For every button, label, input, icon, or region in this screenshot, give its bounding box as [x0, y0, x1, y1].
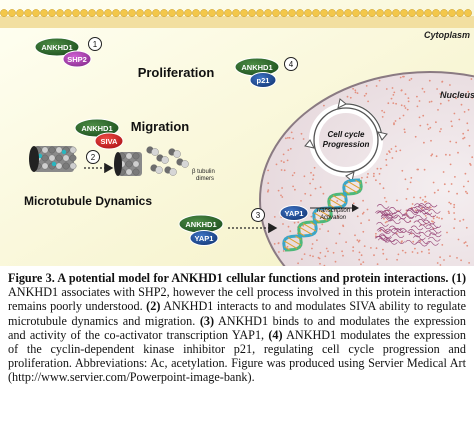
- caption-title: Figure 3. A potential model for ANKHD1 c…: [8, 271, 449, 285]
- caption-point-2-num: (2): [146, 299, 161, 314]
- complex-ankhd1-p21: ANKHD1 p21 4: [234, 57, 298, 88]
- chromatin: [374, 202, 442, 247]
- cytoplasm-label: Cytoplasm: [424, 30, 470, 40]
- shp2-label: SHP2: [67, 55, 87, 64]
- step-1-number: 1: [93, 40, 98, 49]
- step-2-number: 2: [91, 153, 96, 162]
- nucleus-label: Nucleus: [440, 90, 474, 100]
- step-3-number: 3: [256, 211, 261, 220]
- step-2-marker: [86, 150, 100, 164]
- dimers-label: dimers: [196, 176, 214, 182]
- beta-tubulin-label: β tubulin: [192, 169, 215, 175]
- siva-label: SIVA: [101, 137, 119, 146]
- section-microtubule: Microtubule Dynamics: [24, 194, 152, 208]
- cell-cycle-cycle: [304, 98, 388, 182]
- tubulin-dimers: [146, 146, 189, 176]
- dna-helix: [282, 178, 363, 252]
- step-3-marker: [251, 208, 265, 222]
- step-4-marker: [284, 57, 298, 71]
- yap1-label: YAP1: [195, 234, 214, 243]
- ankhd1-label-2: ANKHD1: [81, 124, 112, 133]
- complex-ankhd1-siva: ANKHD1 SIVA 2: [74, 118, 124, 164]
- model-figure: Cytoplasm Nucleus Proliferation Migratio…: [0, 0, 474, 266]
- figure-caption: Figure 3. A potential model for ANKHD1 c…: [8, 271, 466, 385]
- ankhd1-label-4: ANKHD1: [241, 63, 272, 72]
- p21-label: p21: [257, 76, 270, 85]
- nuclear-yap1: YAP1: [279, 205, 309, 221]
- caption-point-4-num: (4): [268, 327, 283, 342]
- cell-cycle-label-1: Cell cycle: [328, 130, 365, 139]
- caption-point-3: ANKHD1 binds to and modulates the expres…: [8, 313, 466, 342]
- p21-oval: [249, 72, 277, 88]
- microtubule: [29, 146, 77, 172]
- caption-point-2: ANKHD1 interacts to and modulates SIVA a…: [8, 299, 466, 328]
- section-migration: Migration: [131, 119, 190, 134]
- ankhd1-oval-1: [34, 37, 80, 57]
- caption-point-1-num: (1): [451, 271, 467, 285]
- complex-ankhd1-shp2: ANKHD1 SHP2 1: [34, 37, 102, 68]
- step-1-marker: [88, 37, 102, 51]
- complex-ankhd1-yap1: ANKHD1 YAP1 3: [178, 208, 265, 246]
- shp2-oval: [62, 50, 92, 68]
- transcription-label-1: Transcription: [316, 208, 351, 214]
- caption-point-1: ANKHD1 associates with SHP2, however the…: [8, 285, 466, 314]
- transcription-label-2: Activation: [319, 215, 347, 221]
- siva-oval: [94, 132, 124, 150]
- nuclear-yap1-oval: [279, 205, 309, 221]
- cell-cycle-label-2: Progression: [323, 140, 370, 149]
- ankhd1-label-1: ANKHD1: [41, 43, 72, 52]
- caption-point-4: ANKHD1 modulates the expression of the c…: [8, 327, 466, 385]
- caption-point-3-num: (3): [199, 313, 215, 328]
- cell-membrane: [0, 9, 474, 28]
- step-4-number: 4: [289, 60, 294, 69]
- nuclear-yap1-label: YAP1: [285, 209, 304, 218]
- yap1-oval: [189, 230, 219, 246]
- ankhd1-label-3: ANKHD1: [185, 220, 216, 229]
- depolymerizing-microtubule: [114, 152, 142, 176]
- section-proliferation: Proliferation: [138, 65, 215, 80]
